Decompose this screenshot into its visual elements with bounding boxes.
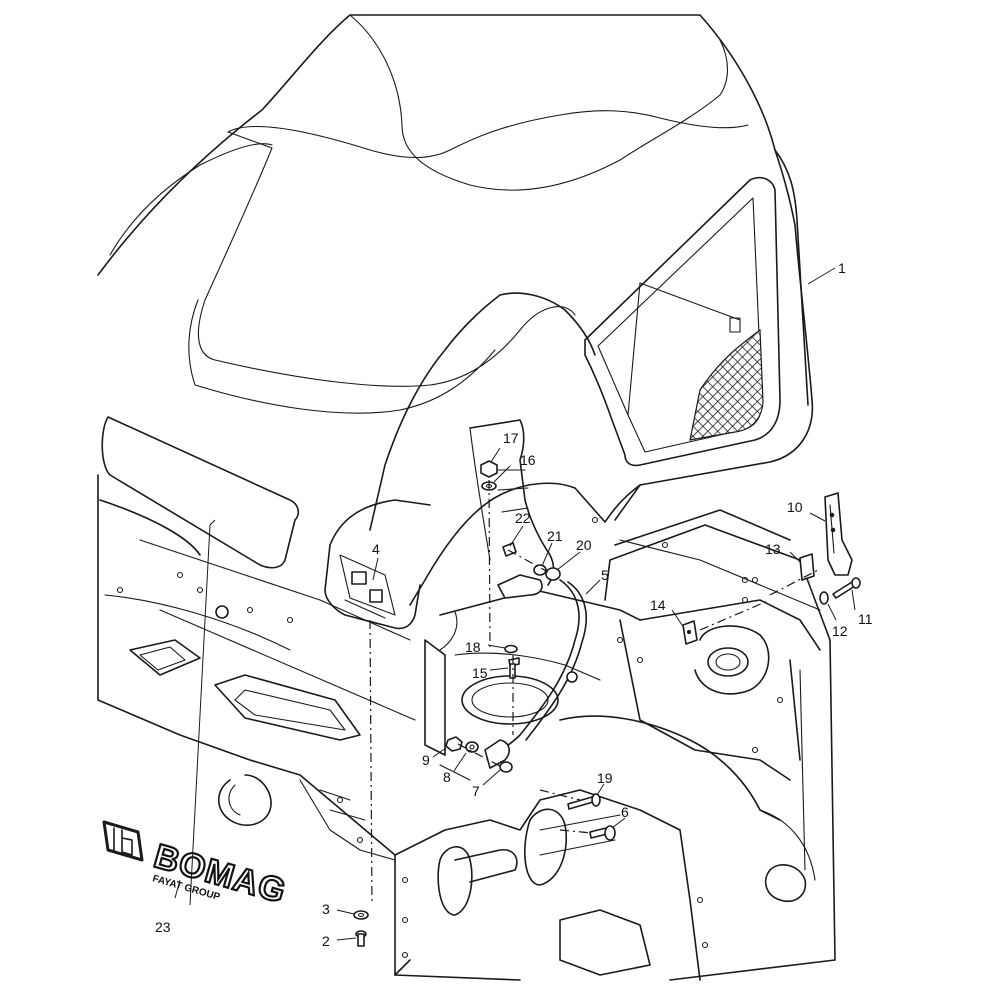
- callout-leaders: [174, 267, 856, 941]
- hood-side-insert-panel: [101, 416, 300, 569]
- bomag-logo-decal: BOMAG FAYAT GROUP: [102, 820, 291, 912]
- callout-labels: 1 2 3 4 5 6 7 8 9 10 11 12 13 14 15 16 1…: [155, 260, 873, 949]
- callout-1: 1: [838, 260, 846, 276]
- callout-21: 21: [547, 528, 563, 544]
- callout-8: 8: [443, 769, 451, 785]
- assembly-centerlines: [369, 479, 819, 906]
- callout-11: 11: [858, 611, 873, 627]
- callout-12: 12: [832, 623, 848, 639]
- callout-18: 18: [465, 639, 481, 655]
- callout-6: 6: [621, 804, 629, 820]
- callout-19: 19: [597, 770, 613, 786]
- callout-2: 2: [322, 933, 330, 949]
- callout-14: 14: [650, 597, 666, 613]
- callout-10: 10: [787, 499, 803, 515]
- callout-17: 17: [503, 430, 519, 446]
- hardware-parts: [353, 460, 861, 947]
- callout-22: 22: [515, 510, 531, 526]
- callout-9: 9: [422, 752, 430, 768]
- callout-4: 4: [372, 541, 380, 557]
- frame-bolt-holes: [116, 516, 784, 959]
- callout-3: 3: [322, 901, 330, 917]
- hood-support-cable: [484, 574, 587, 769]
- callout-16: 16: [520, 452, 536, 468]
- callout-20: 20: [576, 537, 592, 553]
- callout-13: 13: [765, 541, 781, 557]
- callout-7: 7: [472, 783, 480, 799]
- callout-15: 15: [472, 665, 488, 681]
- callout-23: 23: [155, 919, 171, 935]
- engine-hood: [97, 14, 814, 630]
- logo-brand-text: BOMAG: [150, 837, 291, 911]
- callout-5: 5: [601, 567, 609, 583]
